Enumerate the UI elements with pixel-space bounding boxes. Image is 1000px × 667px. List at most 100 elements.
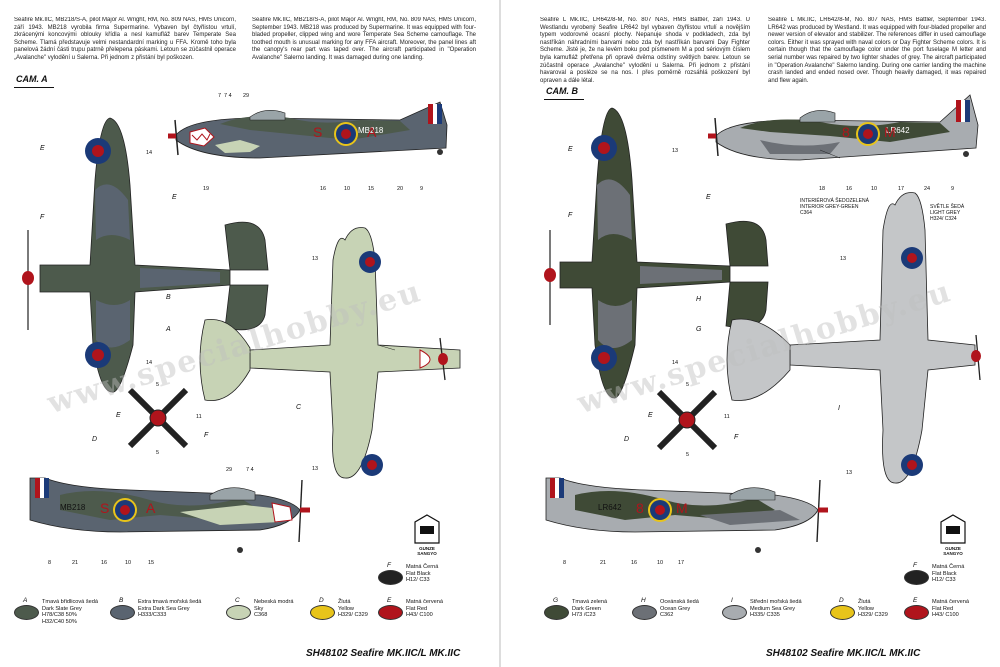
- left-plan-num: 14: [146, 360, 153, 366]
- swatch-dot: [904, 570, 929, 585]
- right-logo-text: GUNZE SANGYO: [943, 546, 963, 556]
- left-prop-letter: E: [116, 412, 121, 419]
- swatch-key: F: [913, 562, 917, 569]
- right-plan-view: [544, 107, 769, 399]
- left-cam-underline: [14, 87, 54, 88]
- right-plan-letter: I: [838, 405, 840, 412]
- swatch-dot: [378, 570, 403, 585]
- swatch-dot: [544, 605, 569, 620]
- swatch-dot: [14, 605, 39, 620]
- right-callout-num: 17: [898, 186, 905, 192]
- right-prop-num: 11: [724, 414, 730, 420]
- right-top-letter-1: 8: [842, 124, 850, 140]
- swatch-key: B: [119, 597, 124, 604]
- left-underside-view: [199, 227, 461, 479]
- left-plan-letter: F: [40, 214, 45, 221]
- left-logo-text: GUNZE SANGYO: [417, 546, 437, 556]
- swatch-key: D: [839, 597, 844, 604]
- right-plan-num: 13: [672, 148, 679, 154]
- swatch-dot: [110, 605, 135, 620]
- left-callout-num: 7: [218, 93, 222, 99]
- left-callout-num: 16: [101, 560, 108, 566]
- left-callout-num: 21: [72, 560, 79, 566]
- left-top-side-view: [168, 101, 448, 159]
- right-prop-num: 5: [686, 452, 690, 458]
- left-gunze-logo: [414, 514, 440, 544]
- left-callout-num: 7 4: [224, 93, 232, 99]
- right-callout-num: 10: [657, 560, 664, 566]
- right-page: Seafire L Mk.IIC, LR642/8-M, No. 807 NAS…: [500, 0, 1000, 667]
- left-aircraft-art: [22, 101, 461, 553]
- left-top-code: MB218: [358, 126, 384, 135]
- right-callout-num: 8: [563, 560, 567, 566]
- right-bottom-letter-1: 8: [636, 500, 644, 516]
- swatch-key: H: [641, 597, 646, 604]
- right-bottom-side-view: [545, 477, 828, 553]
- swatch-dot: [378, 605, 403, 620]
- left-plan-num: 13: [312, 256, 319, 262]
- left-prop-num: 5: [156, 382, 160, 388]
- left-bottom-letter-1: S: [100, 500, 110, 516]
- left-callout-num: 19: [203, 186, 210, 192]
- right-aircraft-art: [544, 94, 981, 553]
- left-page: Seafire Mk.IIC, MB218/S-A, pilot Major A…: [14, 17, 476, 659]
- right-top-letter-2: M: [884, 124, 896, 140]
- left-plan-num: 14: [146, 150, 153, 156]
- left-callout-num: 16: [320, 186, 327, 192]
- left-prop-letter: F: [204, 432, 209, 439]
- right-plan-letter: F: [568, 212, 573, 219]
- left-propeller-view: [127, 387, 189, 449]
- right-paragraph-en: Seafire L Mk.IIC, LR642/8-M, No. 807 NAS…: [768, 17, 986, 84]
- swatch-dot: [904, 605, 929, 620]
- right-prop-letter: D: [624, 436, 630, 443]
- right-callout-num: 9: [951, 186, 955, 192]
- right-footer: SH48102 Seafire MK.IIC/L MK.IIC: [766, 648, 921, 659]
- left-callout-num: 29: [226, 467, 233, 473]
- right-callout-num: 17: [678, 560, 685, 566]
- left-callout-num: 10: [344, 186, 351, 192]
- swatch-key: E: [913, 597, 918, 604]
- swatch-dot: [226, 605, 251, 620]
- right-plan-letter: E: [706, 194, 711, 201]
- left-plan-letter: C: [296, 404, 302, 411]
- left-paragraph-en: Seafire Mk.IIC, MB218/S-A, pilot Major A…: [252, 17, 476, 61]
- right-callout-num: 16: [846, 186, 853, 192]
- right-propeller-view: [656, 389, 718, 451]
- left-top-letter-1: S: [313, 124, 323, 140]
- left-paragraph-cz: Seafire Mk.IIC, MB218/S-A, pilot Major A…: [14, 17, 236, 61]
- right-top-side-view: [708, 94, 979, 161]
- swatch-key: C: [235, 597, 240, 604]
- left-callout-num: 20: [397, 186, 404, 192]
- right-prop-num: 5: [686, 382, 690, 388]
- right-bottom-code: LR642: [598, 503, 622, 512]
- right-plan-letter: E: [568, 146, 573, 153]
- left-bottom-code: MB218: [60, 503, 86, 512]
- right-plan-letter: H: [696, 296, 702, 303]
- swatch-key: E: [387, 597, 392, 604]
- right-underside-view: [726, 192, 981, 484]
- right-plan-num: 13: [846, 470, 853, 476]
- right-cam-underline: [544, 99, 584, 100]
- left-bottom-letter-2: A: [146, 500, 156, 516]
- left-plan-letter: E: [40, 145, 45, 152]
- right-callout-num: 16: [631, 560, 638, 566]
- right-top-code: LR642: [886, 126, 910, 135]
